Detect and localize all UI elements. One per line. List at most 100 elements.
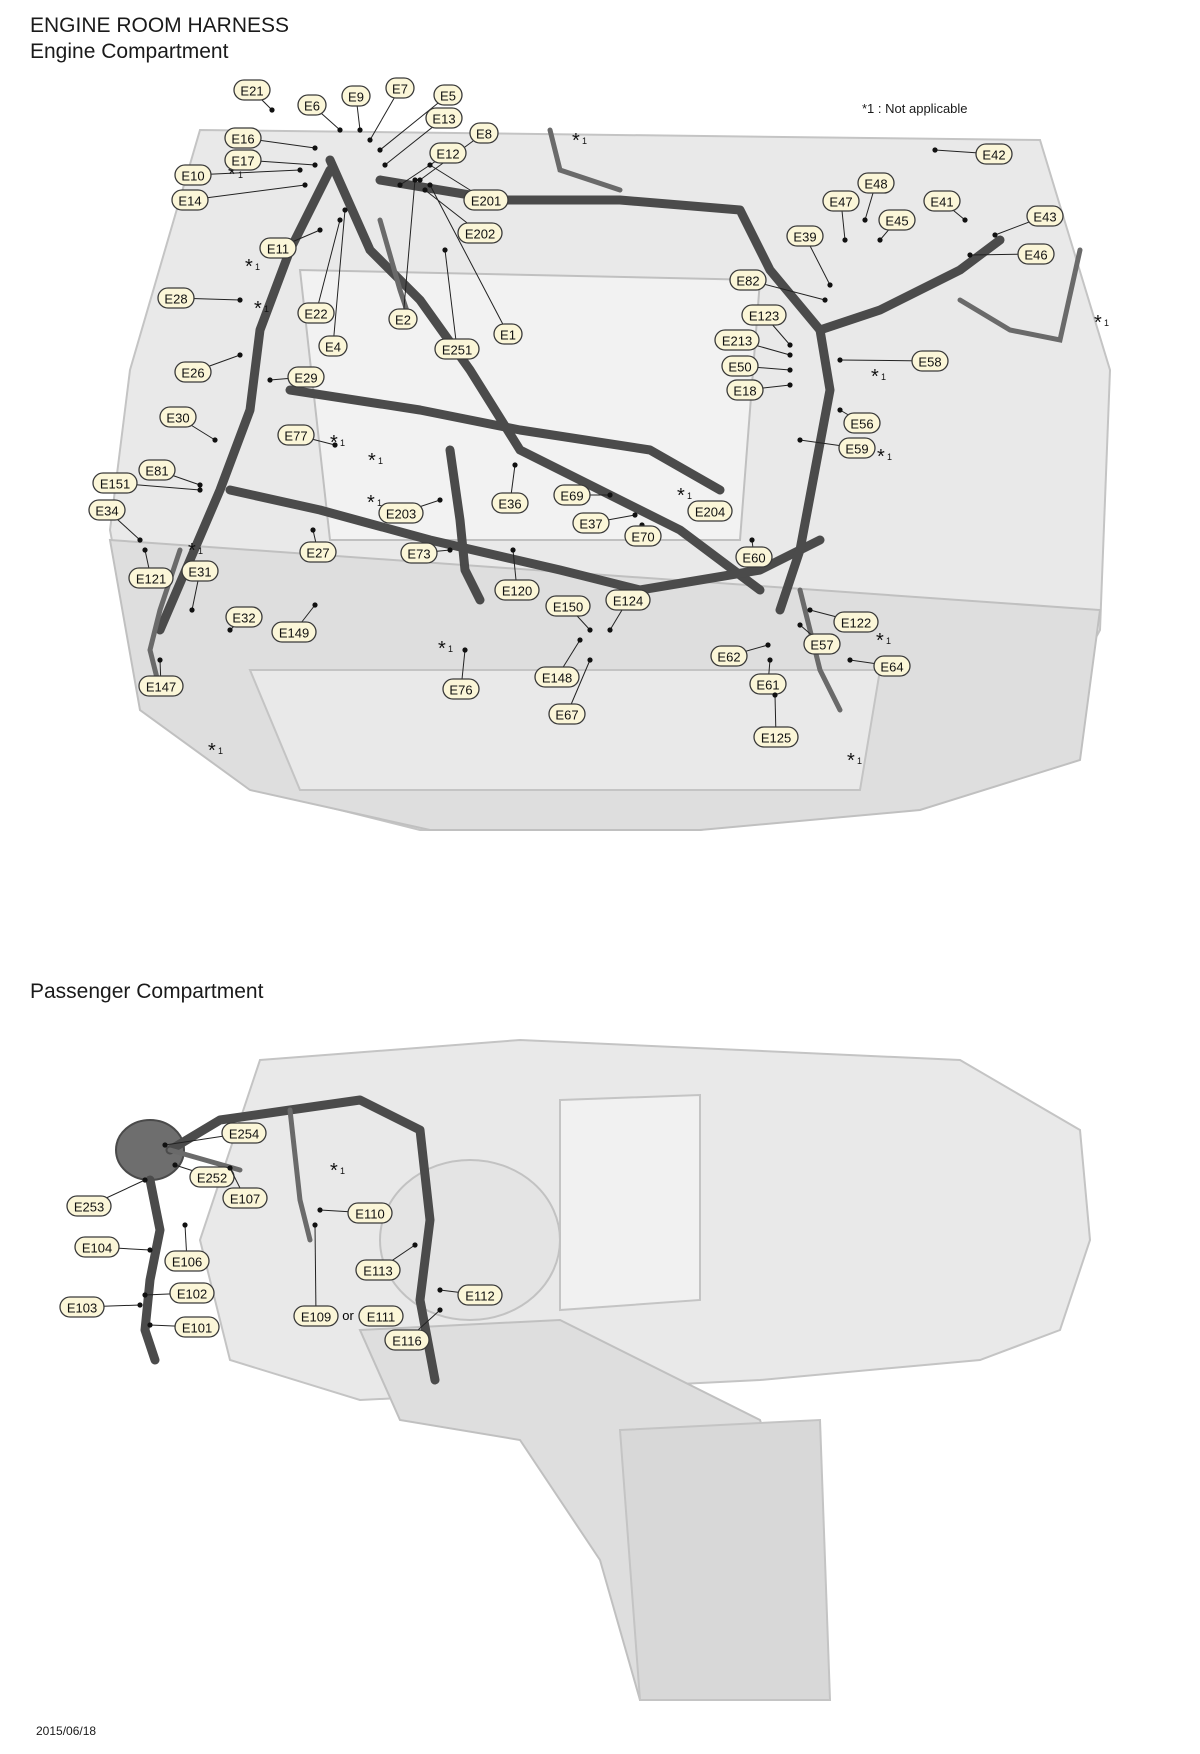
svg-text:E151: E151 <box>100 477 130 492</box>
svg-text:E37: E37 <box>579 517 602 532</box>
connector-label-e204: E204 <box>687 500 733 522</box>
svg-text:E124: E124 <box>613 594 643 609</box>
svg-text:*: * <box>330 1160 338 1182</box>
svg-text:E102: E102 <box>177 1287 207 1302</box>
svg-text:E64: E64 <box>880 660 903 675</box>
not-applicable-note: *1 : Not applicable <box>862 101 968 116</box>
not-applicable-marker: *1 <box>188 540 203 562</box>
svg-text:E109: E109 <box>301 1310 331 1325</box>
svg-text:1: 1 <box>377 498 382 508</box>
svg-text:E123: E123 <box>749 309 779 324</box>
passenger-section-title: Passenger Compartment <box>30 980 264 1003</box>
svg-text:1: 1 <box>378 456 383 466</box>
connector-label-e121: E121 <box>128 547 174 589</box>
svg-text:E112: E112 <box>465 1289 494 1304</box>
connector-label-e64: E64 <box>847 655 911 677</box>
connector-label-e113: E113 <box>355 1242 418 1281</box>
svg-text:E201: E201 <box>471 194 501 209</box>
connector-label-e42: E42 <box>932 143 1013 165</box>
svg-text:E21: E21 <box>240 84 263 99</box>
connector-label-e13: E13 <box>382 107 463 168</box>
svg-text:1: 1 <box>198 546 203 556</box>
connector-label-e21: E21 <box>233 79 275 113</box>
connector-label-e27: E27 <box>299 527 337 563</box>
svg-text:E13: E13 <box>432 112 455 127</box>
engine-connector-labels: *1*1*1*1*1*1*1*1*1*1*1*1*1*1*1*1E21E6E9E… <box>88 77 1109 772</box>
not-applicable-marker: *1 <box>208 740 223 762</box>
connector-label-e56: E56 <box>837 407 881 434</box>
not-applicable-marker: *1 <box>876 630 891 652</box>
svg-text:E67: E67 <box>555 708 578 723</box>
connector-label-e36: E36 <box>491 462 529 514</box>
svg-text:E104: E104 <box>82 1241 112 1256</box>
connector-label-e17: E17 <box>224 149 318 171</box>
svg-text:E27: E27 <box>306 546 329 561</box>
svg-text:E41: E41 <box>930 195 953 210</box>
svg-text:E57: E57 <box>810 638 833 653</box>
svg-text:1: 1 <box>340 438 345 448</box>
svg-text:E73: E73 <box>407 547 430 562</box>
connector-label-e202: E202 <box>422 187 503 244</box>
or-connector-text: or <box>342 1308 354 1323</box>
connector-label-e70: E70 <box>624 522 662 547</box>
connector-label-e81: E81 <box>138 459 203 488</box>
not-applicable-marker: *1 <box>847 750 862 772</box>
connector-label-e76: E76 <box>442 647 480 700</box>
svg-text:E110: E110 <box>355 1207 384 1222</box>
svg-text:E107: E107 <box>230 1192 260 1207</box>
svg-text:*: * <box>877 446 885 468</box>
connector-label-e116: E116 <box>384 1307 443 1351</box>
connector-label-e10: E10 <box>174 164 303 186</box>
svg-text:E22: E22 <box>304 307 327 322</box>
engine-compartment-diagram: *1*1*1*1*1*1*1*1*1*1*1*1*1*1*1*1E21E6E9E… <box>88 77 1112 831</box>
not-applicable-marker: *1 <box>572 130 587 152</box>
svg-text:1: 1 <box>1104 318 1109 328</box>
connector-label-e103: E103 <box>59 1296 143 1318</box>
svg-text:*: * <box>871 366 879 388</box>
svg-text:E121: E121 <box>136 572 166 587</box>
svg-text:E113: E113 <box>363 1264 392 1279</box>
connector-label-e34: E34 <box>88 499 143 543</box>
svg-text:1: 1 <box>255 262 260 272</box>
not-applicable-marker: *1 <box>228 164 243 186</box>
connector-label-e62: E62 <box>710 642 771 667</box>
svg-text:E116: E116 <box>392 1334 421 1349</box>
connector-label-e18: E18 <box>726 379 793 401</box>
connector-label-e69: E69 <box>553 484 613 506</box>
connector-label-e22: E22 <box>297 217 343 324</box>
svg-text:*: * <box>677 485 685 507</box>
connector-label-e213: E213 <box>714 329 793 358</box>
svg-text:E7: E7 <box>392 82 408 97</box>
svg-text:E32: E32 <box>232 611 255 626</box>
svg-text:E30: E30 <box>166 411 189 426</box>
svg-text:1: 1 <box>264 304 269 314</box>
svg-text:E2: E2 <box>395 313 411 328</box>
connector-label-e46: E46 <box>967 243 1055 265</box>
svg-text:E60: E60 <box>742 551 765 566</box>
svg-text:E5: E5 <box>440 89 456 104</box>
svg-text:E14: E14 <box>178 194 201 209</box>
connector-label-e107: E107 <box>222 1165 268 1209</box>
svg-text:1: 1 <box>886 636 891 646</box>
svg-text:E150: E150 <box>553 600 583 615</box>
connector-label-e203: E203 <box>378 497 443 524</box>
connector-label-e73: E73 <box>400 542 453 564</box>
svg-text:E82: E82 <box>736 274 759 289</box>
svg-text:E125: E125 <box>761 731 791 746</box>
svg-text:1: 1 <box>238 170 243 180</box>
svg-text:E101: E101 <box>182 1321 212 1336</box>
connector-label-e11: E11 <box>259 227 323 259</box>
connector-label-e125: E125 <box>753 692 799 748</box>
connector-label-e4: E4 <box>318 207 348 357</box>
svg-text:E76: E76 <box>449 683 472 698</box>
svg-text:E149: E149 <box>279 626 309 641</box>
connector-label-e148: E148 <box>534 637 583 688</box>
connector-label-e48: E48 <box>857 172 895 223</box>
svg-text:E34: E34 <box>95 504 118 519</box>
svg-text:E17: E17 <box>231 154 254 169</box>
svg-text:*: * <box>1094 312 1102 334</box>
svg-text:E29: E29 <box>294 371 317 386</box>
svg-text:E42: E42 <box>982 148 1005 163</box>
connector-label-e111: E111 <box>358 1305 404 1327</box>
svg-text:E106: E106 <box>172 1255 202 1270</box>
